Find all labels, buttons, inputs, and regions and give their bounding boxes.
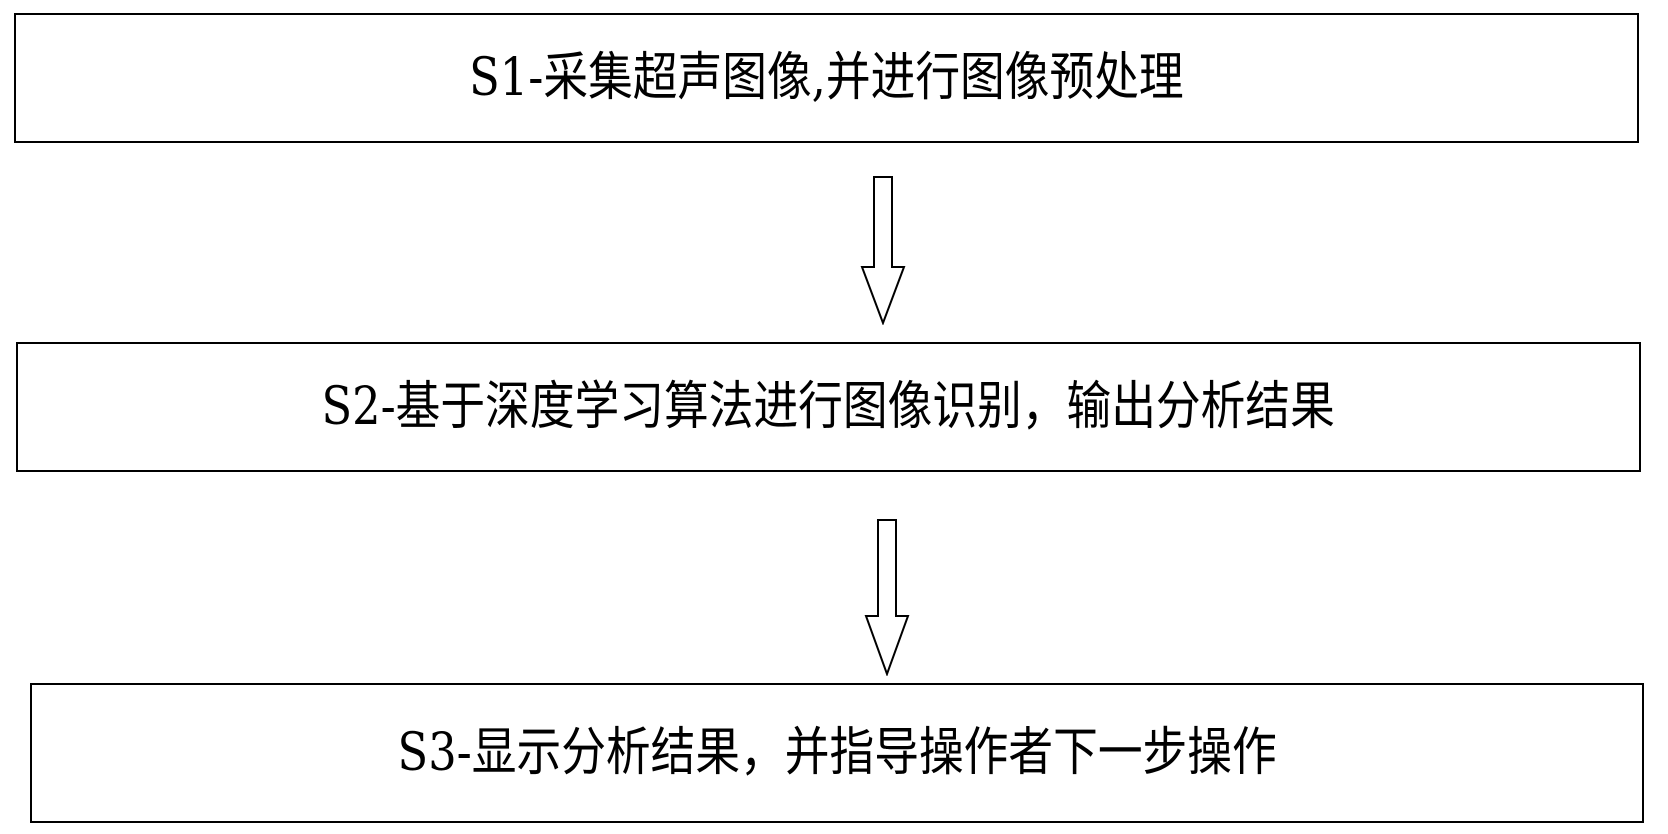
down-arrow-icon — [860, 176, 906, 325]
down-arrow-icon — [864, 519, 910, 676]
step-label-s1: S1-采集超声图像,并进行图像预处理 — [469, 48, 1184, 108]
step-box-s3: S3-显示分析结果，并指导操作者下一步操作 — [30, 683, 1644, 823]
step-label-s2: S2-基于深度学习算法进行图像识别，输出分析结果 — [321, 377, 1336, 437]
step-box-s2: S2-基于深度学习算法进行图像识别，输出分析结果 — [16, 342, 1641, 472]
step-label-s3: S3-显示分析结果，并指导操作者下一步操作 — [397, 723, 1277, 783]
step-box-s1: S1-采集超声图像,并进行图像预处理 — [14, 13, 1639, 143]
